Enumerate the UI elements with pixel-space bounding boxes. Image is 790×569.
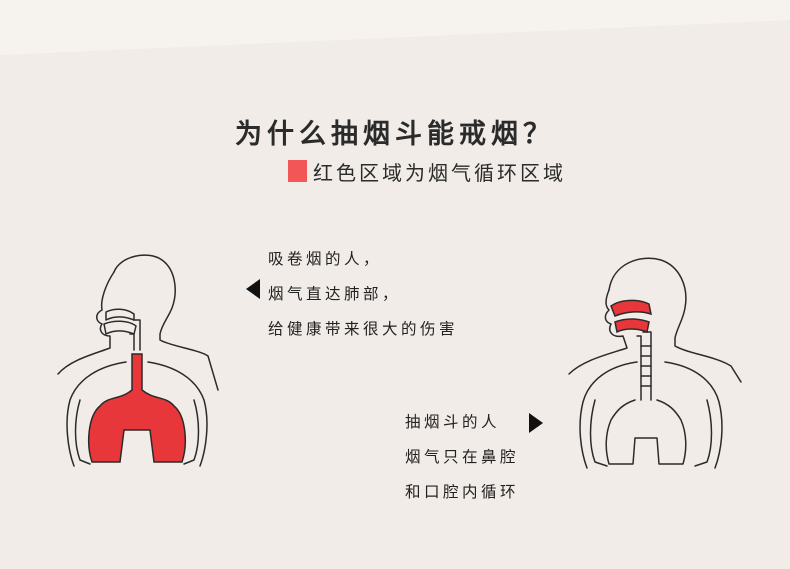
- legend: 红色区域为烟气循环区域: [288, 157, 566, 185]
- cigarette-line-2: 烟气直达肺部，: [268, 277, 458, 312]
- cigarette-description: 吸卷烟的人， 烟气直达肺部， 给健康带来很大的伤害: [268, 242, 458, 347]
- cigarette-line-3: 给健康带来很大的伤害: [268, 312, 458, 347]
- page-title: 为什么抽烟斗能戒烟？: [0, 112, 790, 151]
- legend-label: 红色区域为烟气循环区域: [313, 157, 566, 186]
- cigarette-line-1: 吸卷烟的人，: [268, 242, 458, 277]
- pipe-smoker-figure: [565, 250, 765, 475]
- pipe-line-1: 抽烟斗的人: [405, 405, 519, 440]
- right-arrow-icon: [529, 413, 543, 433]
- pipe-description: 抽烟斗的人 烟气只在鼻腔 和口腔内循环: [405, 405, 519, 510]
- left-arrow-icon: [246, 279, 260, 299]
- cigarette-smoker-figure: [50, 250, 250, 475]
- legend-swatch: [288, 160, 307, 182]
- pipe-line-3: 和口腔内循环: [405, 475, 519, 510]
- mouth-nose-highlight: [611, 300, 651, 332]
- lungs-highlight: [89, 354, 186, 462]
- pipe-line-2: 烟气只在鼻腔: [405, 440, 519, 475]
- oral-cavity: [104, 321, 136, 334]
- nasal-cavity: [106, 309, 134, 320]
